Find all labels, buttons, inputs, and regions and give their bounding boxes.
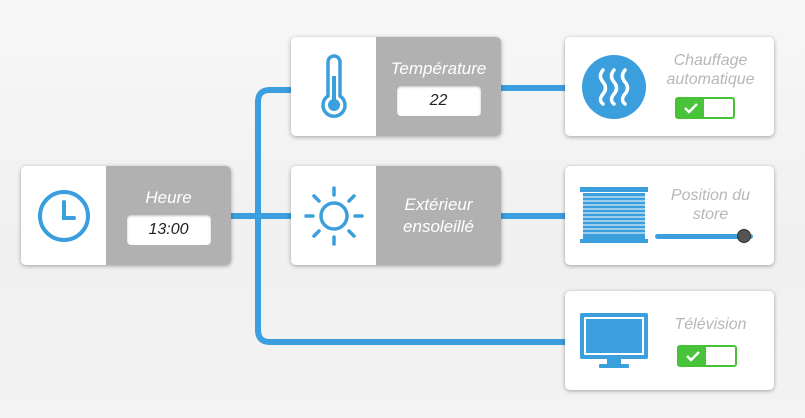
television-node[interactable]: Télévision <box>565 291 774 390</box>
exterieur-label-line1: Extérieur <box>404 194 473 214</box>
sun-icon <box>303 185 364 246</box>
store-label-line2: store <box>692 206 729 223</box>
temperature-icon-area <box>291 37 376 136</box>
chauffage-node[interactable]: Chauffage automatique <box>565 37 774 136</box>
chauffage-toggle[interactable] <box>675 97 735 119</box>
thermometer-icon <box>320 53 347 118</box>
clock-icon <box>37 189 90 242</box>
exterieur-label-line2: ensoleillé <box>403 216 474 236</box>
temperature-value-box[interactable]: 22 <box>396 85 481 116</box>
store-icon-area <box>579 166 649 265</box>
temperature-node[interactable]: Température 22 <box>291 37 501 136</box>
temperature-label: Température <box>390 58 487 78</box>
heure-node[interactable]: Heure 13:00 <box>21 166 231 265</box>
chauffage-label: Chauffage automatique <box>655 51 766 89</box>
store-node[interactable]: Position du store <box>565 166 774 265</box>
check-icon <box>683 103 698 114</box>
store-label-line1: Position du <box>670 187 751 204</box>
tv-icon <box>580 312 648 368</box>
exterieur-info: Extérieur ensoleillé <box>376 166 501 265</box>
heure-value-box[interactable]: 13:00 <box>126 214 211 245</box>
exterieur-icon-area <box>291 166 376 265</box>
chauffage-label-line1: Chauffage <box>673 52 748 69</box>
television-icon-area <box>579 291 649 390</box>
chauffage-label-line2: automatique <box>666 71 755 88</box>
toggle-on-segment <box>679 347 706 365</box>
blind-icon <box>580 186 648 243</box>
temperature-info: Température 22 <box>376 37 501 136</box>
exterieur-node[interactable]: Extérieur ensoleillé <box>291 166 501 265</box>
heure-label: Heure <box>145 187 192 207</box>
toggle-on-segment <box>677 99 704 117</box>
chauffage-icon-area <box>579 37 649 136</box>
television-label: Télévision <box>674 316 747 333</box>
check-icon <box>685 351 700 362</box>
heating-icon <box>582 54 646 119</box>
store-slider-track[interactable] <box>655 234 753 239</box>
heure-icon-area <box>21 166 106 265</box>
store-label: Position du store <box>655 186 766 224</box>
heure-info: Heure 13:00 <box>106 166 231 265</box>
store-slider-thumb[interactable] <box>737 229 752 243</box>
television-toggle[interactable] <box>677 345 737 367</box>
